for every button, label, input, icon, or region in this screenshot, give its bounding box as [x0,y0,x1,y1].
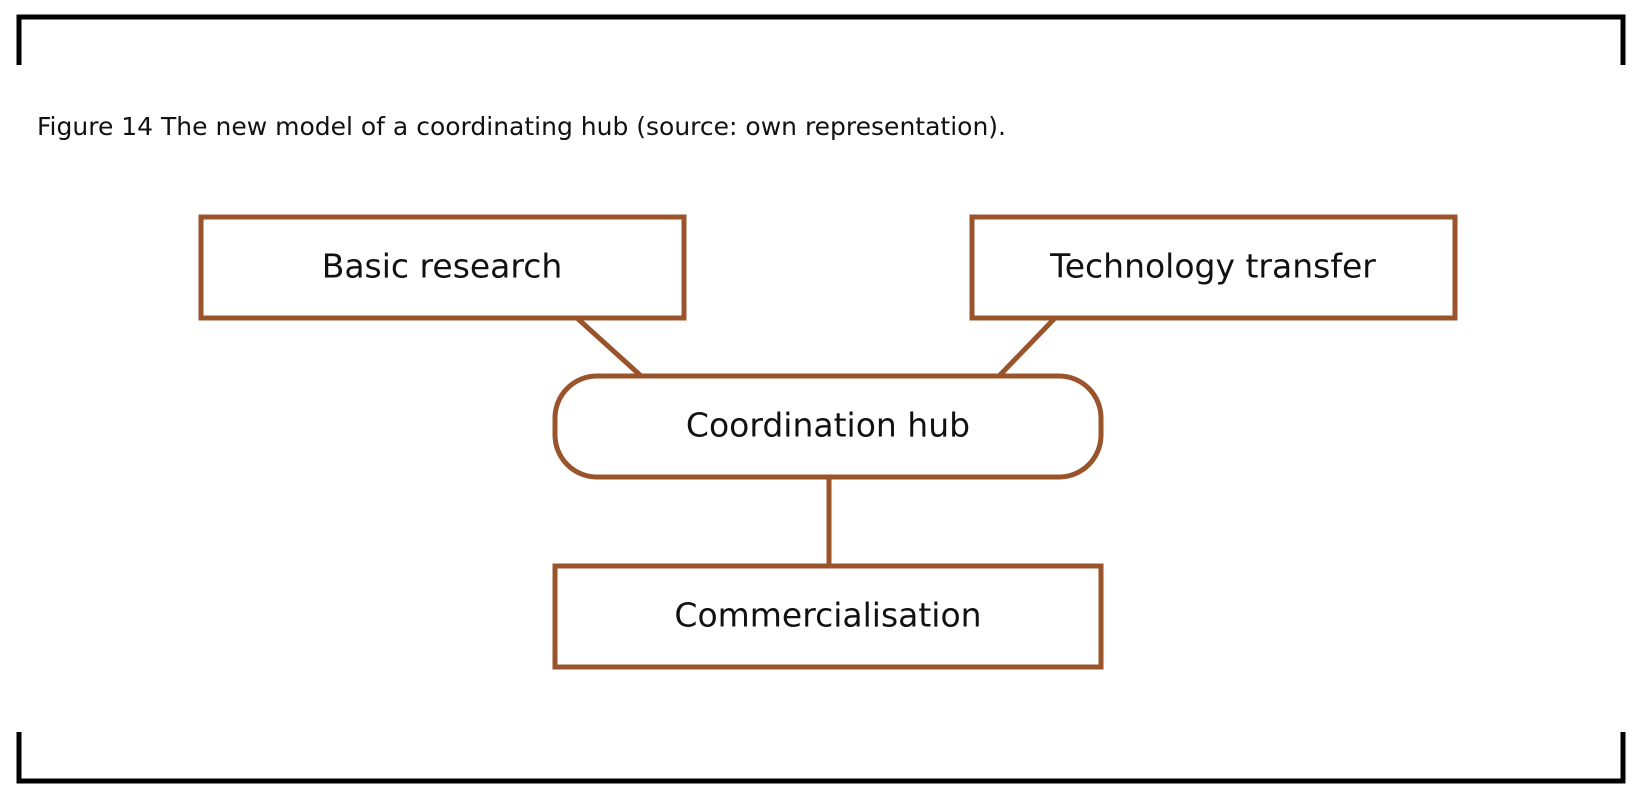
node-coordination-hub-label: Coordination hub [686,406,970,445]
top-bracket [16,14,1626,65]
node-coordination-hub: Coordination hub [552,373,1104,480]
node-basic-research: Basic research [198,214,687,321]
edge-technology-transfer-to-hub [998,316,1057,377]
node-basic-research-label: Basic research [322,247,563,286]
edge-basic-research-to-hub [575,316,642,377]
node-commercialisation: Commercialisation [552,563,1104,670]
node-technology-transfer: Technology transfer [969,214,1458,321]
bottom-bracket [16,732,1626,784]
figure-caption: Figure 14 The new model of a coordinatin… [37,112,1006,141]
node-technology-transfer-label: Technology transfer [1049,247,1376,286]
node-commercialisation-label: Commercialisation [674,596,981,635]
